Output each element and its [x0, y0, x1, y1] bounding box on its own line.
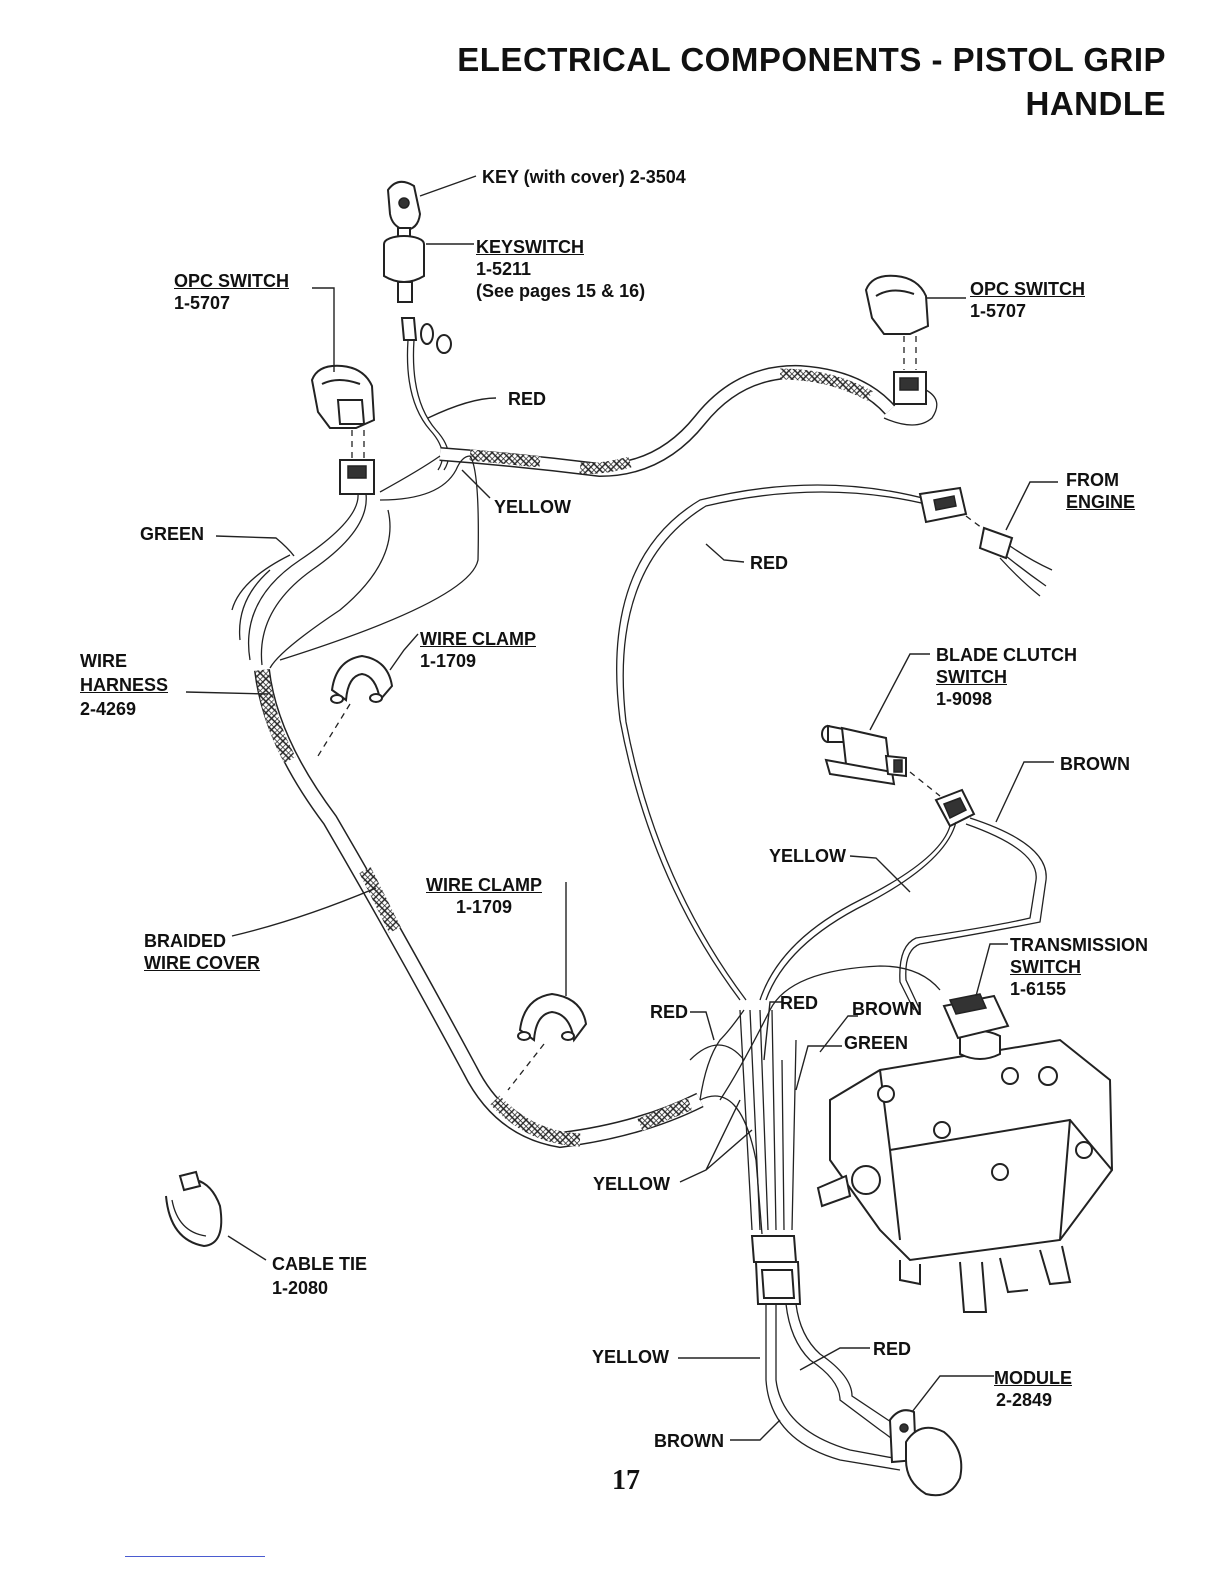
wire-clamp-bottom-part: 1-1709	[455, 897, 513, 917]
title-line-1: ELECTRICAL COMPONENTS - PISTOL GRIP	[457, 41, 1166, 78]
from-engine-label: FROM ENGINE	[1066, 469, 1135, 513]
cable-tie-icon	[165, 1170, 223, 1248]
opc-switch-left-part: 1-5707	[174, 293, 231, 313]
wire-color-label: GREEN	[844, 1033, 909, 1053]
wire-harness-line-1: WIRE	[80, 651, 127, 671]
module-icon	[888, 1409, 963, 1497]
wire-clamp-top-icon	[330, 654, 394, 704]
keyswitch-icon	[383, 235, 452, 354]
wire-clamp-bottom-icon	[517, 992, 588, 1043]
title-line-2: HANDLE	[1025, 85, 1166, 122]
wire-color-label: BROWN	[654, 1431, 724, 1451]
key-icon	[386, 180, 422, 241]
opc-switch-right-part: 1-5707	[970, 301, 1027, 321]
module-name: MODULE	[994, 1368, 1072, 1388]
cable-tie-name: CABLE TIE	[272, 1254, 368, 1274]
wire-color-label: BROWN	[852, 999, 922, 1019]
from-engine-line-2: ENGINE	[1066, 492, 1136, 512]
keyswitch-note: (See pages 15 & 16)	[476, 281, 646, 301]
module-part: 2-2849	[996, 1390, 1053, 1410]
module-label: MODULE 2-2849	[994, 1367, 1072, 1411]
transmission-switch-label: TRANSMISSION SWITCH 1-6155	[1010, 934, 1148, 1000]
transmission-line-2: SWITCH	[1010, 957, 1081, 977]
blade-clutch-line-2: SWITCH	[936, 667, 1007, 687]
wire-clamp-top-name: WIRE CLAMP	[420, 629, 536, 649]
keyswitch-label: KEYSWITCH 1-5211 (See pages 15 & 16)	[476, 236, 645, 302]
opc-switch-right-icon	[864, 274, 938, 426]
wire-harness-line-2: HARNESS	[80, 675, 169, 695]
opc-switch-left-icon	[310, 364, 376, 495]
engine-connector-icon	[918, 486, 1053, 597]
keyswitch-part: 1-5211	[476, 259, 532, 279]
wire-color-label: YELLOW	[769, 846, 846, 866]
wire-color-label: RED	[750, 553, 789, 573]
blade-clutch-switch-label: BLADE CLUTCH SWITCH 1-9098	[936, 644, 1077, 710]
cable-tie-label: CABLE TIE 1-2080	[272, 1252, 367, 1300]
blade-clutch-switch-icon	[821, 724, 976, 828]
blade-clutch-line-1: BLADE CLUTCH	[936, 645, 1077, 665]
wire-color-label: YELLOW	[593, 1174, 670, 1194]
keyswitch-name: KEYSWITCH	[476, 237, 584, 257]
wire-harness-part: 2-4269	[80, 699, 137, 719]
wire-color-label: RED	[508, 389, 547, 409]
braided-line-1: BRAIDED	[144, 931, 227, 951]
wire-clamp-bottom-label: WIRE CLAMP 1-1709	[426, 874, 542, 918]
opc-switch-right-label: OPC SWITCH 1-5707	[970, 278, 1085, 322]
page-number: 17	[612, 1465, 640, 1496]
transmission-line-1: TRANSMISSION	[1010, 935, 1149, 955]
wire-harness-label: WIRE HARNESS 2-4269	[80, 649, 168, 721]
opc-switch-left-label: OPC SWITCH 1-5707	[174, 270, 289, 314]
wire-color-label: YELLOW	[494, 497, 571, 517]
wire-color-label: RED	[650, 1002, 689, 1022]
opc-switch-left-name: OPC SWITCH	[174, 271, 289, 291]
wire-clamp-bottom-name: WIRE CLAMP	[426, 875, 542, 895]
blade-clutch-part: 1-9098	[936, 689, 993, 709]
wire-color-label: GREEN	[140, 524, 205, 544]
wire-color-label: YELLOW	[592, 1347, 669, 1367]
wire-clamp-top-label: WIRE CLAMP 1-1709	[420, 628, 536, 672]
wire-color-label: RED	[780, 993, 819, 1013]
wire-clamp-top-part: 1-1709	[420, 651, 477, 671]
key-label: KEY (with cover) 2-3504	[482, 167, 686, 187]
wire-color-label: RED	[873, 1339, 912, 1359]
footer-divider	[125, 1556, 265, 1557]
page-title: ELECTRICAL COMPONENTS - PISTOL GRIP HAND…	[457, 38, 1166, 126]
braided-wire-cover-label: BRAIDED WIRE COVER	[144, 930, 260, 974]
cable-tie-part: 1-2080	[272, 1278, 329, 1298]
transmission-icon	[816, 993, 1114, 1313]
wire-color-label: BROWN	[1060, 754, 1130, 774]
braided-line-2: WIRE COVER	[144, 953, 261, 973]
from-engine-line-1: FROM	[1066, 470, 1119, 490]
opc-switch-right-name: OPC SWITCH	[970, 279, 1085, 299]
transmission-part: 1-6155	[1010, 979, 1067, 999]
